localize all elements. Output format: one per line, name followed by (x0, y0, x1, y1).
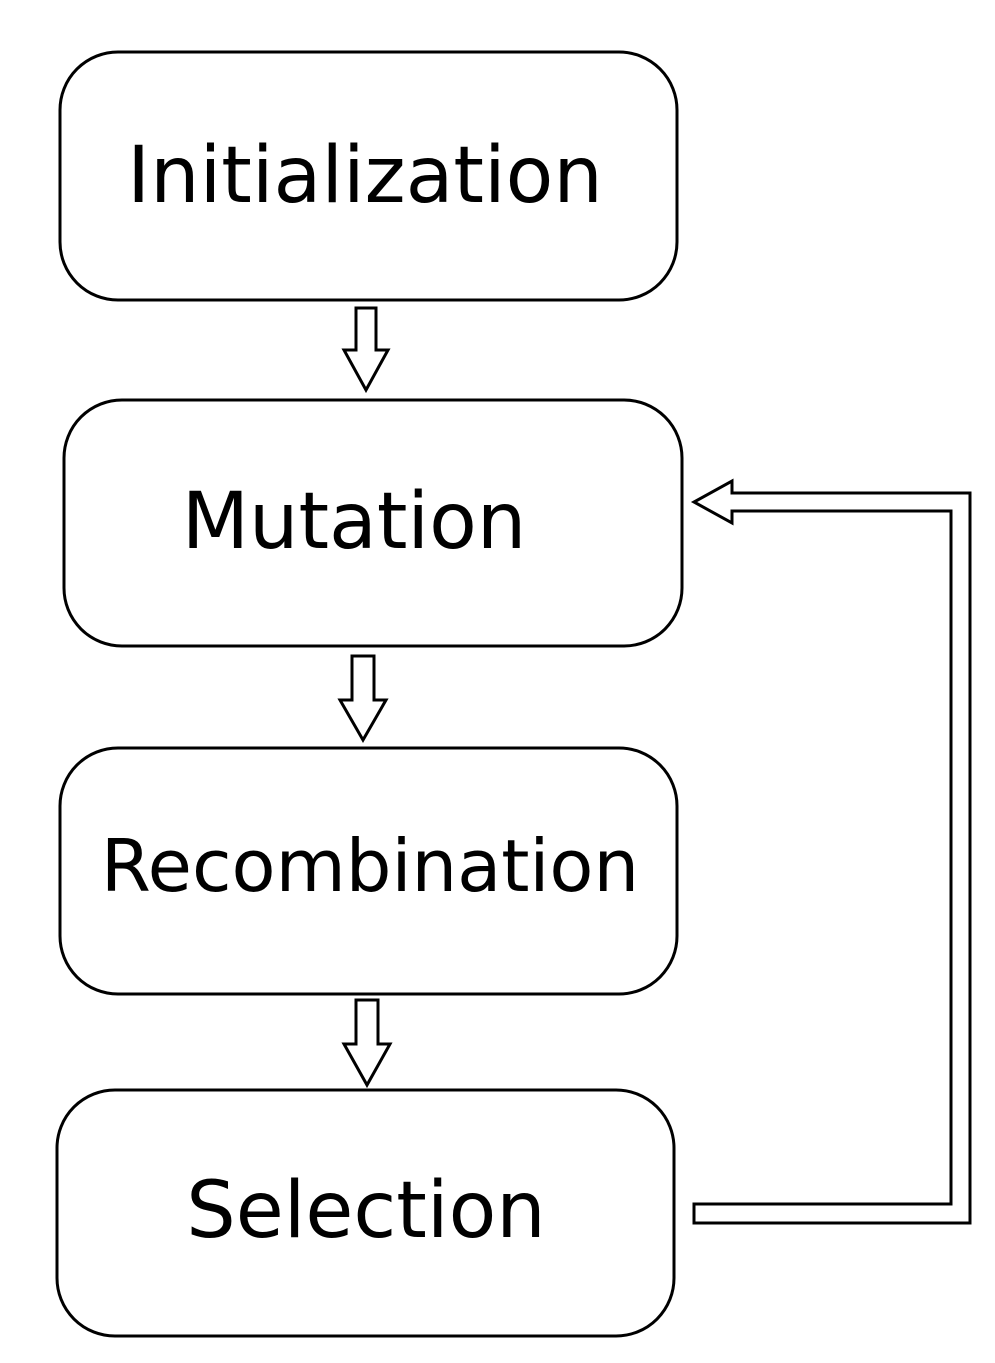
step-mutation-label: Mutation (182, 477, 527, 567)
step-selection-box (55, 1088, 676, 1338)
step-recombination: Recombination (58, 746, 679, 996)
arrow-down-icon (341, 998, 393, 1089)
loop-arrow-icon (690, 478, 972, 1225)
step-mutation: Mutation (62, 398, 684, 648)
arrow-down-icon (341, 306, 391, 394)
step-selection-label: Selection (186, 1166, 545, 1256)
step-recombination-label: Recombination (101, 824, 639, 908)
step-selection: Selection (55, 1088, 676, 1338)
arrow-down-icon (337, 654, 389, 744)
step-initialization-label: Initialization (127, 131, 603, 221)
step-mutation-box (62, 398, 684, 648)
step-initialization-box (58, 50, 679, 302)
step-recombination-box (58, 746, 679, 996)
step-initialization: Initialization (58, 50, 679, 302)
